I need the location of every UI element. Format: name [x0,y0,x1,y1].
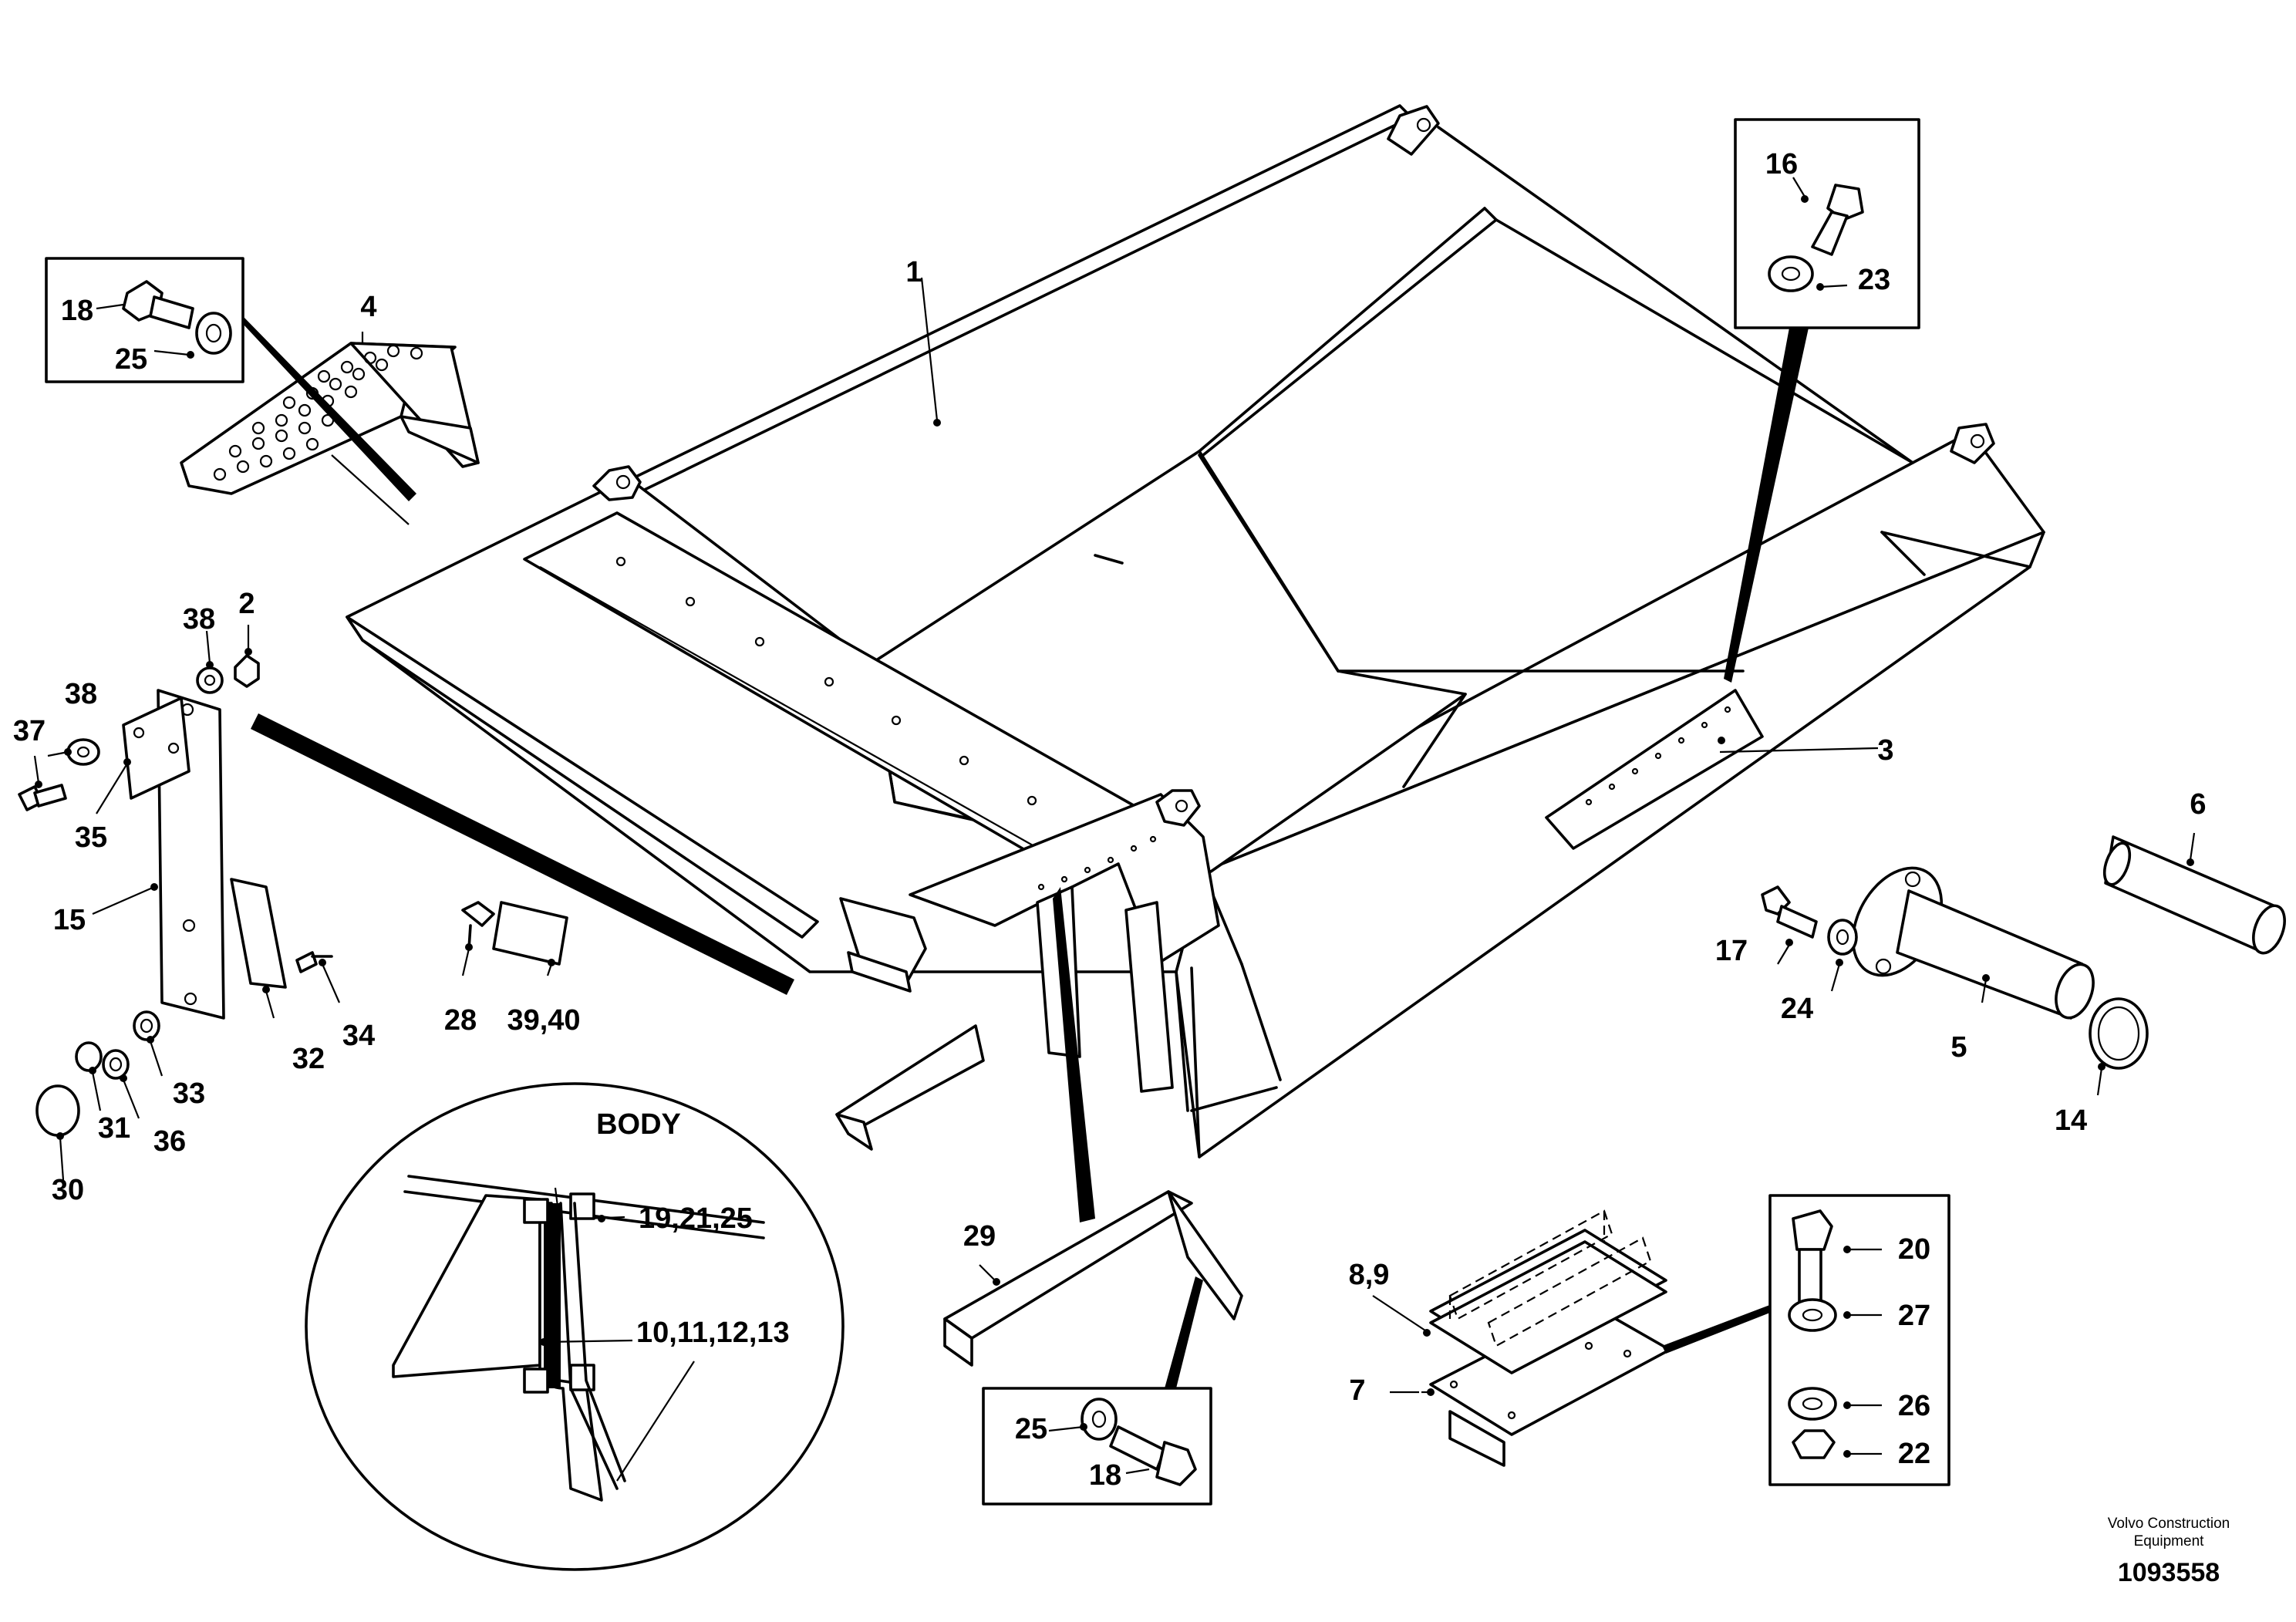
callout-39-40: 39,40 [507,1004,580,1037]
callout-25-bracket: 25 [1015,1413,1047,1445]
detail-circle [305,1082,845,1571]
callout-24: 24 [1781,993,1813,1025]
callout-8-9: 8,9 [1349,1259,1390,1291]
angle-bracket [835,1024,985,1135]
callout-20: 20 [1898,1233,1930,1266]
callout-3: 3 [1877,734,1893,767]
callout-36: 36 [153,1125,186,1158]
callout-19-21-25: 19,21,25 [639,1202,753,1235]
step-holes [213,344,423,481]
washer-icon [1768,255,1814,292]
bolt-icon [18,784,67,811]
callout-2: 2 [238,588,255,620]
bolt-icon [122,280,194,329]
step-assembly [45,257,480,525]
washer-icon [1788,1387,1837,1421]
screw-icon [461,901,495,927]
callout-14: 14 [2055,1104,2087,1137]
callout-33: 33 [173,1077,205,1110]
callout-37: 37 [13,715,46,747]
callout-18-step: 18 [61,295,93,327]
callout-15: 15 [53,904,86,936]
washer-icon [196,666,224,694]
callout-38-top: 38 [183,603,215,636]
brand-line-1: Volvo Construction [2108,1516,2230,1532]
callout-25-step: 25 [115,343,147,376]
pin-fastener-inset [1724,118,1920,683]
callout-10-11-12-13: 10,11,12,13 [636,1317,790,1349]
callout-30: 30 [52,1174,84,1206]
washer-icon [1827,919,1858,956]
washer-icon [102,1049,130,1080]
detail-label: BODY [596,1108,681,1141]
dump-body [346,104,2045,1158]
bolt-icon [1761,885,1818,939]
callout-34: 34 [342,1020,375,1052]
decal-assembly [461,901,568,966]
washer-icon [66,738,100,766]
callout-7: 7 [1349,1374,1365,1407]
decal-icon [492,901,568,966]
callout-4: 4 [360,291,376,323]
nut-icon [1792,1429,1836,1459]
callout-labels: 1 2 3 4 5 6 7 8,9 14 15 16 17 18 18 20 2… [13,148,2230,1587]
pin-assembly [1761,835,2286,1070]
pad-assembly [1429,1194,1950,1486]
brand-line-2: Equipment [2134,1533,2205,1549]
bolt-icon [1811,184,1864,256]
callout-1: 1 [905,256,922,288]
callout-35: 35 [75,821,107,854]
callout-29: 29 [963,1220,996,1253]
callout-32: 32 [292,1043,325,1075]
washer-icon [1788,1298,1837,1332]
nut-icon [234,654,260,688]
callout-5: 5 [1950,1031,1967,1064]
bolt-icon [1109,1425,1197,1486]
callout-17: 17 [1715,935,1748,967]
callout-16: 16 [1765,148,1798,180]
bracket-29 [943,887,1243,1506]
washer-icon [195,312,232,355]
washer-icon [133,1010,160,1041]
callout-6: 6 [2190,788,2206,821]
callout-38-left: 38 [65,678,97,710]
callout-31: 31 [98,1112,130,1145]
leader-lines [33,177,2196,1482]
callout-22: 22 [1898,1438,1930,1470]
callout-26: 26 [1898,1390,1930,1422]
bracket-assembly [18,654,794,1137]
callout-27: 27 [1898,1300,1930,1332]
nut-icon [75,1041,103,1072]
callout-18-bracket: 18 [1089,1459,1121,1492]
cap-icon [35,1084,80,1137]
callout-23: 23 [1858,264,1890,296]
washer-icon [1081,1398,1118,1441]
callout-28: 28 [444,1004,477,1037]
illustration-id: 1093558 [2118,1558,2220,1587]
